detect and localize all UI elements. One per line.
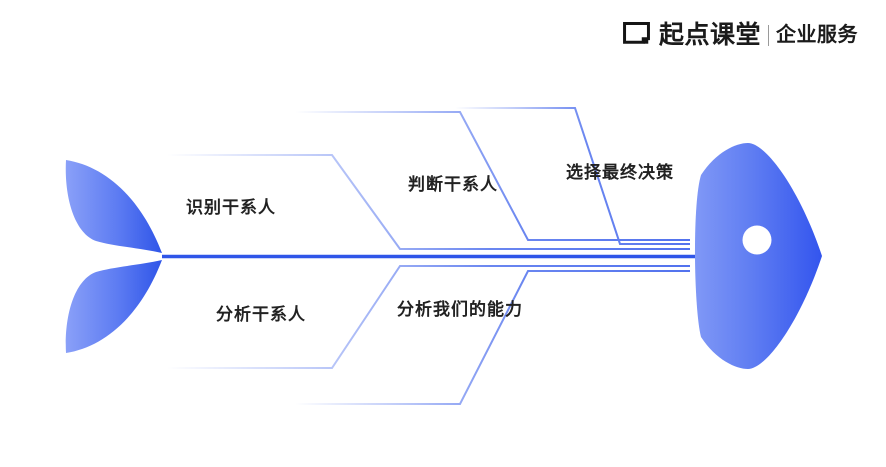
brand-wordmark: 起点课堂 企业服务 — [658, 20, 858, 49]
brand-subtitle: 企业服务 — [776, 24, 858, 46]
rib-line-analyze-stakeholders — [167, 265, 690, 369]
rib-line-identify-stakeholders — [167, 154, 690, 250]
brand-logo: 起点课堂 企业服务 — [623, 18, 858, 52]
rib-label-identify-stakeholders: 识别干系人 — [186, 198, 276, 217]
fish-head-icon — [694, 143, 822, 369]
fish-eye-icon — [742, 225, 772, 255]
brand-divider — [768, 24, 769, 46]
brand-name: 起点课堂 — [658, 20, 761, 49]
fish-tail-icon — [65, 160, 162, 353]
rib-label-judge-stakeholders: 判断干系人 — [408, 175, 498, 194]
rib-label-final-decision: 选择最终决策 — [566, 163, 674, 182]
rib-label-analyze-stakeholders: 分析干系人 — [216, 305, 306, 324]
rib-label-analyze-our-ability: 分析我们的能力 — [397, 300, 523, 319]
bracket-square-logo-icon — [623, 21, 650, 44]
rib-line-final-decision — [455, 107, 690, 245]
rib-line-judge-stakeholders — [295, 111, 690, 241]
rib-line-analyze-our-ability — [295, 270, 690, 405]
